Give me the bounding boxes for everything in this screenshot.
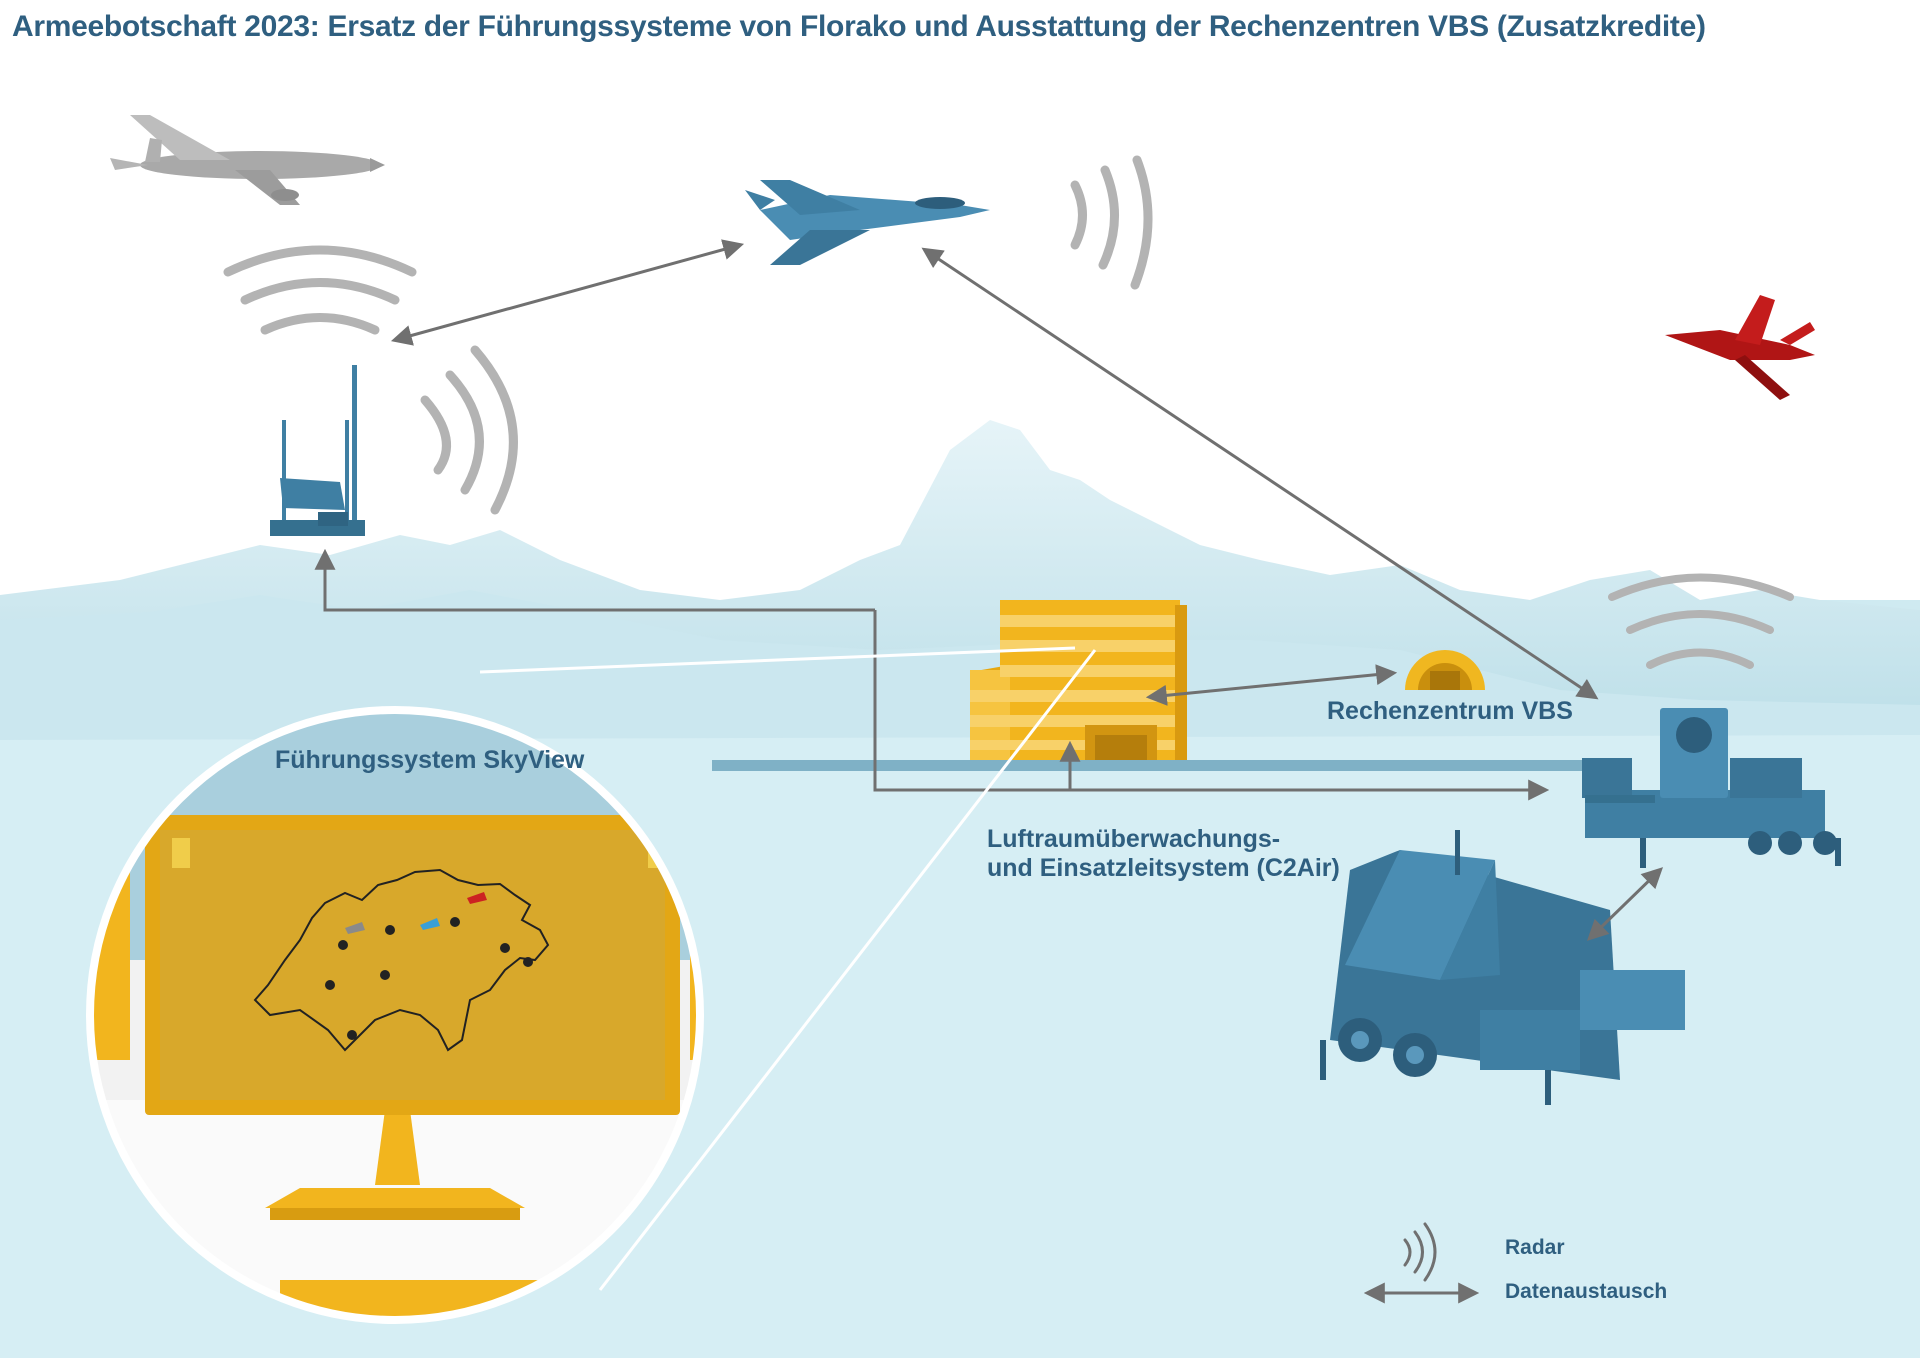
label-c2air-line1: Luftraumüberwachungs- <box>987 825 1281 853</box>
radar-waves-station <box>223 245 518 515</box>
switzerland-map <box>253 868 550 1052</box>
data-links <box>314 239 1664 941</box>
missile-launcher-icon <box>1320 830 1685 1105</box>
label-c2air: Luftraumüberwachungs- und Einsatzleitsys… <box>987 825 1340 883</box>
runway <box>712 760 1602 771</box>
legend-radar-label: Radar <box>1505 1236 1565 1259</box>
radar-vehicle-icon <box>1582 708 1841 868</box>
radar-waves-vehicle <box>1608 573 1794 669</box>
legend-data-label: Datenaustausch <box>1505 1280 1668 1303</box>
radar-waves-jet <box>1070 155 1153 290</box>
monitor-icon <box>145 815 680 1115</box>
label-skyview: Führungssystem SkyView <box>275 746 585 774</box>
fighter-jet-icon <box>745 180 990 265</box>
legend-radar-icon <box>1403 1222 1437 1282</box>
label-rechenzentrum: Rechenzentrum VBS <box>1327 697 1573 725</box>
page-title: Armeebotschaft 2023: Ersatz der Führungs… <box>12 10 1706 43</box>
hostile-jet-icon <box>1665 295 1815 400</box>
zoom-circle <box>86 706 704 1324</box>
radar-station-icon <box>270 365 365 536</box>
label-c2air-line2: und Einsatzleitsystem (C2Air) <box>987 854 1340 882</box>
airliner-icon <box>110 115 385 205</box>
zoom-lines <box>479 646 1097 1291</box>
command-building-icon <box>970 600 1187 760</box>
